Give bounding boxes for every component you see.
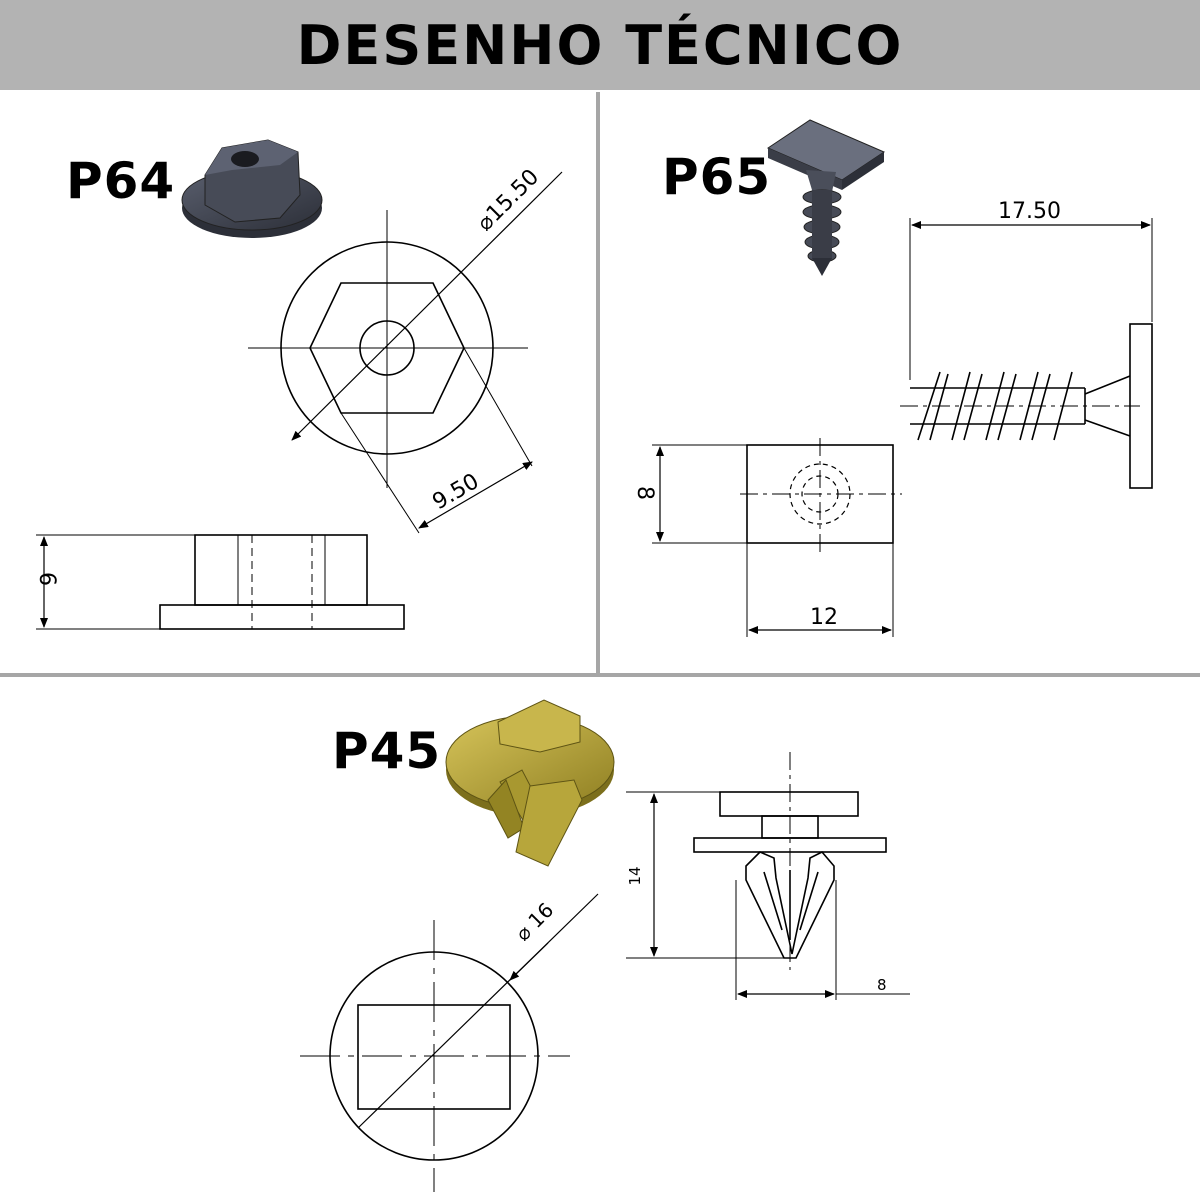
p64-top-view: [248, 171, 563, 534]
p65-side-view: [900, 218, 1153, 489]
p64-height-label: 6: [34, 572, 59, 586]
p45-side-view: [626, 752, 910, 1000]
p64-render: [181, 139, 323, 238]
p65-head-height-label: 8: [632, 486, 657, 500]
p65-length-label: 17.50: [998, 199, 1061, 224]
p45-height-label: 14: [626, 866, 644, 885]
p65-top-view: [652, 438, 902, 637]
p64-side-view: [36, 534, 405, 630]
vertical-divider: [596, 92, 600, 674]
p45-leg-width-label: 8: [877, 976, 887, 994]
p45-diameter-label: ⌀16: [511, 898, 559, 946]
part-label-p65: P65: [662, 148, 772, 206]
p65-render: [766, 119, 886, 276]
p64-across-flats-label: 9.50: [429, 469, 484, 515]
p65-head-width-label: 12: [810, 605, 838, 630]
p45-render: [445, 699, 615, 867]
page-title: DESENHO TÉCNICO: [296, 13, 904, 77]
horizontal-divider: [0, 673, 1200, 677]
part-label-p64: P64: [66, 152, 176, 210]
part-label-p45: P45: [332, 722, 442, 780]
header-bar: DESENHO TÉCNICO: [0, 0, 1200, 90]
p45-top-view: [300, 893, 599, 1192]
